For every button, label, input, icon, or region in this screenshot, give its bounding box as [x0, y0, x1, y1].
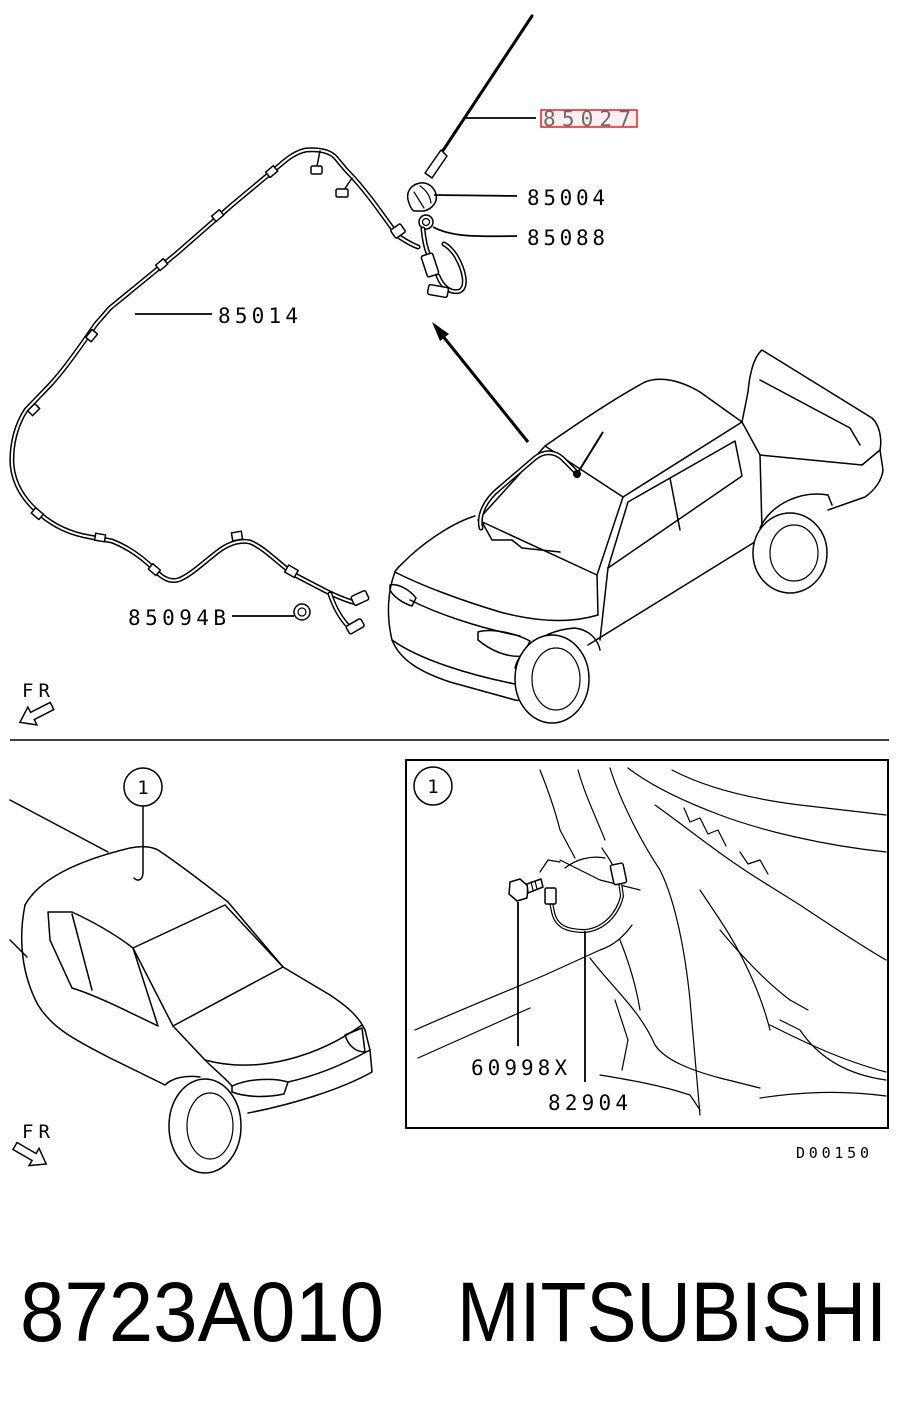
harness-connector	[310, 165, 323, 175]
harness-clip	[283, 564, 299, 579]
part-label-ground-cable[interactable]: 82904	[548, 1091, 628, 1115]
car-side-window	[47, 911, 159, 1027]
headlight	[389, 583, 417, 607]
front-direction-indicator-top: FR	[14, 680, 58, 733]
harness-clip	[154, 257, 169, 272]
pickup-truck-illustration	[387, 349, 884, 724]
harness-clip	[26, 402, 41, 417]
antenna-nut	[418, 214, 434, 230]
part-label-antenna-nut[interactable]: 85088	[527, 226, 605, 250]
front-wheel	[514, 634, 590, 724]
body-panel-detail	[414, 767, 887, 1116]
car-windshield	[132, 904, 284, 1027]
callout-number: 1	[137, 777, 148, 799]
leader-antenna-base	[433, 194, 518, 197]
callout-number: 1	[427, 776, 438, 798]
selected-part-highlight	[540, 109, 638, 128]
part-label-ground-bolt[interactable]: 60998X	[471, 1056, 567, 1080]
harness-clip	[230, 530, 244, 542]
callout-1-detail-marker: 1	[413, 766, 453, 806]
harness-clip	[93, 532, 107, 543]
side-window	[607, 440, 743, 569]
harness-end-connector	[345, 618, 365, 635]
front-marker-label: FR	[22, 680, 51, 702]
antenna-harness	[12, 150, 464, 635]
part-label-grommet[interactable]: 85094B	[128, 606, 226, 630]
truck-bed	[741, 349, 882, 466]
detail-view-frame	[405, 759, 889, 1129]
front-marker-label: FR	[22, 1121, 51, 1143]
roof	[544, 378, 743, 498]
callout-1-marker: 1	[123, 767, 163, 881]
harness-connector	[390, 223, 406, 239]
car-front-wheel	[168, 1078, 242, 1174]
vehicle-location-illustration	[9, 799, 373, 1174]
front-arrow-icon	[14, 696, 58, 733]
front-direction-indicator-bottom: FR	[9, 1121, 52, 1174]
harness-connector	[420, 252, 440, 278]
windshield	[477, 445, 624, 576]
ground-bolt	[508, 878, 544, 902]
rear-wheel	[752, 512, 828, 594]
part-label-antenna-base[interactable]: 85004	[527, 186, 605, 210]
antenna-base	[406, 182, 438, 212]
cable-terminal	[609, 862, 628, 886]
brand-name: MITSUBISHI	[457, 1265, 887, 1359]
harness-clip	[264, 164, 279, 179]
harness-connector	[426, 283, 450, 299]
location-arrow	[432, 322, 530, 443]
cable-terminal	[544, 887, 557, 905]
harness-clip	[210, 208, 225, 223]
truck-antenna	[576, 431, 604, 475]
part-label-antenna-harness[interactable]: 85014	[218, 304, 298, 328]
car-roof	[24, 845, 229, 906]
harness-connector	[335, 188, 349, 198]
leader-antenna-nut	[432, 226, 518, 238]
diagram-code: D00150	[796, 1144, 869, 1162]
ground-cable	[544, 847, 628, 934]
harness-clip	[30, 506, 45, 521]
antenna-rod	[424, 14, 534, 179]
part-number: 8723A010	[20, 1265, 384, 1359]
harness-clip	[84, 328, 99, 343]
car-hood	[172, 1024, 363, 1066]
grommet	[293, 603, 311, 621]
harness-end-connector	[350, 589, 370, 607]
car-headlight	[231, 1078, 289, 1098]
car-headlight	[344, 1027, 366, 1053]
harness-clip	[147, 562, 162, 577]
